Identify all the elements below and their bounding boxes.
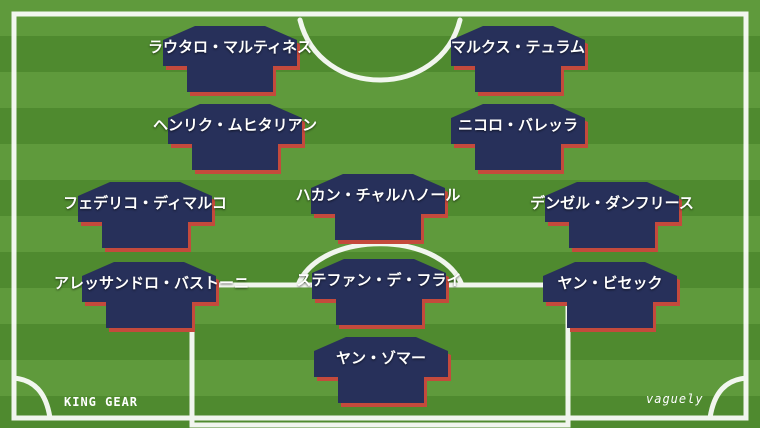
jersey-icon bbox=[168, 104, 305, 174]
brand-logo-left: KING GEAR bbox=[64, 395, 139, 409]
jersey-icon bbox=[543, 262, 680, 332]
jersey-icon bbox=[314, 337, 451, 407]
jersey-icon bbox=[545, 182, 682, 252]
player-p6: ハカン・チャルハノール bbox=[296, 170, 460, 244]
player-name: ヘンリク・ムヒタリアン bbox=[152, 116, 318, 134]
player-p5: フェデリコ・ディマルコ bbox=[63, 178, 227, 252]
jersey-icon bbox=[82, 262, 219, 332]
brand-signature-right: vaguely bbox=[646, 392, 704, 406]
jersey-icon bbox=[312, 259, 449, 329]
player-name: ステファン・デ・フライ bbox=[296, 271, 462, 289]
jersey-icon bbox=[163, 26, 300, 96]
player-p11: ヤン・ゾマー bbox=[306, 333, 456, 407]
player-name: マルクス・テュラム bbox=[450, 38, 586, 56]
player-name: ラウタロ・マルティネス bbox=[147, 38, 313, 56]
player-p4: ニコロ・バレッラ bbox=[443, 100, 593, 174]
player-name: ハカン・チャルハノール bbox=[295, 186, 461, 204]
player-p1: ラウタロ・マルティネス bbox=[148, 22, 312, 96]
player-name: ニコロ・バレッラ bbox=[457, 116, 578, 134]
player-name: アレッサンドロ・バストーニ bbox=[54, 274, 250, 292]
player-name: ヤン・ゾマー bbox=[335, 349, 426, 367]
player-p10: ヤン・ビセック bbox=[535, 258, 685, 332]
player-p3: ヘンリク・ムヒタリアン bbox=[153, 100, 317, 174]
player-name: ヤン・ビセック bbox=[557, 274, 663, 292]
player-name: フェデリコ・ディマルコ bbox=[63, 194, 227, 212]
jersey-icon bbox=[451, 104, 588, 174]
jersey-icon bbox=[311, 174, 448, 244]
jersey-icon bbox=[451, 26, 588, 96]
jersey-icon bbox=[78, 182, 215, 252]
player-p9: ステファン・デ・フライ bbox=[296, 255, 462, 329]
player-p2: マルクス・テュラム bbox=[443, 22, 593, 96]
player-p8: アレッサンドロ・バストーニ bbox=[54, 258, 249, 332]
player-p7: デンゼル・ダンフリース bbox=[530, 178, 694, 252]
player-name: デンゼル・ダンフリース bbox=[530, 194, 694, 212]
